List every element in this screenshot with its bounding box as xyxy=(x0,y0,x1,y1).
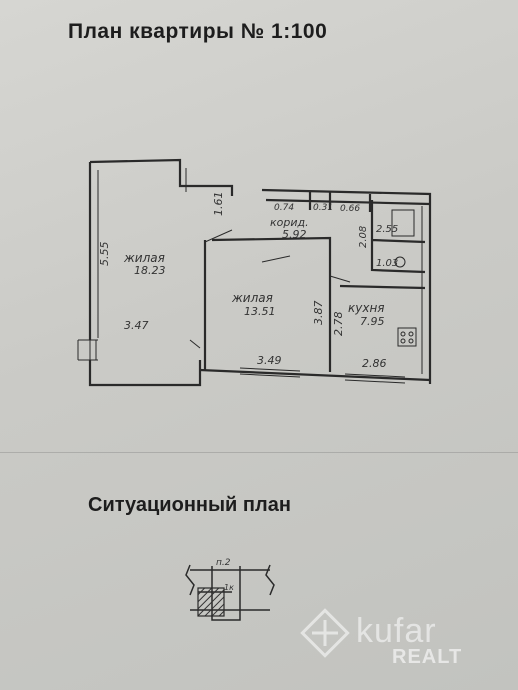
door-kitchen xyxy=(329,275,351,283)
door-living2 xyxy=(261,255,291,263)
kitchen-side: 2.78 xyxy=(332,312,345,337)
wall-top-left xyxy=(89,158,234,196)
bath-side: 2.08 xyxy=(358,226,369,248)
watermark-sub: REALT xyxy=(392,646,463,668)
toilet-area: 1.03 xyxy=(376,258,398,269)
wall-corridor-bottom xyxy=(211,236,332,372)
bath-area: 2.55 xyxy=(376,224,398,235)
corridor-area: 5.92 xyxy=(282,228,307,241)
living1-width: 3.47 xyxy=(124,319,149,332)
wall-bottom xyxy=(199,368,431,382)
corridor-door-width: 1.61 xyxy=(212,192,225,217)
situation-label-top: п.2 xyxy=(216,558,231,568)
living2-side: 3.87 xyxy=(312,301,325,326)
living2-area: 13.51 xyxy=(244,305,276,318)
closet-3: 0.66 xyxy=(340,204,360,214)
kitchen-name: кухня xyxy=(348,301,385,315)
situation-plan-title: Ситуационный план xyxy=(88,494,291,516)
watermark: kufar REALT xyxy=(296,606,508,670)
door-corridor xyxy=(204,229,233,243)
fold-line xyxy=(0,452,518,453)
window-kitchen xyxy=(344,373,406,384)
living1-side: 5.55 xyxy=(98,242,111,267)
corridor-name: корид. xyxy=(270,216,309,229)
situation-building xyxy=(197,587,225,617)
stove xyxy=(397,327,417,347)
closet-1: 0.74 xyxy=(274,203,294,213)
plan-title: План квартиры № 1:100 xyxy=(68,20,328,43)
closet-2: 0.31 xyxy=(313,203,333,213)
wall-kitchen-top xyxy=(339,284,426,290)
living1-area: 18.23 xyxy=(134,264,166,277)
living1-name: жилая xyxy=(123,251,165,265)
kitchen-area: 7.95 xyxy=(360,315,385,328)
kitchen-width: 2.86 xyxy=(362,357,387,370)
window-living1 xyxy=(89,340,97,360)
kufar-logo-icon xyxy=(300,608,350,658)
window-living2 xyxy=(239,367,301,378)
situation-label-entrance: 1к xyxy=(224,583,234,592)
wall-closets xyxy=(265,192,431,212)
toilet xyxy=(394,256,406,268)
wall-living1-outer xyxy=(88,162,202,387)
watermark-brand: kufar xyxy=(356,612,437,650)
wall-top-right xyxy=(261,188,432,384)
living2-width: 3.49 xyxy=(257,354,282,367)
living2-name: жилая xyxy=(231,291,273,305)
bathtub xyxy=(391,209,415,237)
wall-bath xyxy=(370,200,426,274)
balcony xyxy=(77,339,201,361)
